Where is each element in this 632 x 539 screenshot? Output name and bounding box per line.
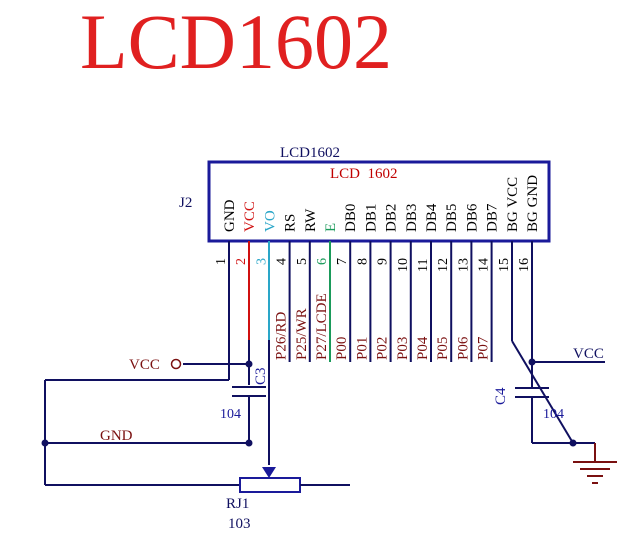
pin-number: 14	[477, 258, 492, 272]
pin-number: 4	[275, 258, 290, 265]
junction-dot	[569, 439, 577, 447]
pin-name: DB4	[424, 203, 440, 232]
pin-name: DB0	[343, 204, 359, 232]
net-label: P25/WR	[294, 308, 310, 360]
pin-number: 6	[315, 258, 330, 265]
pin-name: DB1	[363, 204, 379, 232]
pin-number: 9	[376, 258, 391, 265]
pin-number: 2	[234, 258, 249, 265]
capacitor-c3: C3 104	[220, 367, 269, 447]
pin-name: VO	[262, 210, 278, 232]
net-label: P02	[375, 337, 391, 360]
net-label: P05	[435, 337, 451, 360]
rj1-designator: RJ1	[226, 496, 249, 512]
chip-designator: J2	[179, 195, 192, 211]
c4-value: 104	[543, 407, 564, 422]
net-label: P00	[334, 337, 350, 360]
pin-number: 3	[254, 258, 269, 265]
pin-number: 12	[436, 258, 451, 272]
vcc-wiring: VCC	[129, 241, 253, 385]
gnd-net-label: GND	[100, 428, 133, 444]
potentiometer-rj1: RJ1 103	[226, 477, 350, 532]
pin-name: BG VCC	[505, 177, 521, 232]
vcc-right-label: VCC	[573, 346, 604, 362]
pin-number: 11	[416, 259, 431, 272]
ground-symbol-icon	[573, 443, 617, 484]
chip-part-name: LCD1602	[280, 145, 340, 161]
pin-name: RS	[283, 214, 299, 232]
pin-number: 7	[335, 258, 350, 265]
chip-pins: GND1VCC2VO3RS4P26/RDRW5P25/WRE6P27/LCDED…	[214, 175, 541, 362]
net-label: P07	[476, 336, 492, 360]
lcd-chip-body	[207, 160, 551, 243]
pin-number: 13	[456, 258, 471, 272]
c3-value: 104	[220, 407, 241, 422]
chip-inner-label: LCD 1602	[330, 166, 398, 182]
net-label: P26/RD	[274, 311, 290, 360]
junction-dot	[245, 439, 253, 447]
rj1-value: 103	[228, 516, 251, 532]
net-label: P06	[455, 336, 471, 360]
pin-3: VO 3	[254, 210, 278, 265]
pin-number: 5	[295, 258, 310, 265]
pin-1: GND 1	[214, 199, 238, 265]
c3-designator: C3	[253, 367, 269, 385]
pin-name: DB3	[404, 204, 420, 232]
net-label: P04	[415, 336, 431, 360]
pin-16: BG GND 16	[517, 175, 541, 272]
net-label: P01	[354, 337, 370, 360]
junction-dot	[528, 358, 536, 366]
junction-dot	[245, 360, 253, 368]
pin-name: DB5	[444, 204, 460, 232]
pin-number: 8	[355, 258, 370, 265]
pin-number: 15	[497, 258, 512, 272]
junction-dot	[41, 439, 49, 447]
pin-name: DB7	[485, 203, 501, 232]
pin-name: RW	[303, 208, 319, 232]
pin-name: DB6	[464, 203, 480, 232]
pin-2: VCC 2	[234, 201, 258, 265]
pin-number: 16	[517, 258, 532, 272]
net-label: P03	[395, 337, 411, 360]
vo-wiring	[262, 241, 276, 478]
pin-15: BG VCC 15	[497, 177, 521, 272]
vcc-port-icon	[170, 358, 182, 370]
net-label: P27/LCDE	[314, 293, 330, 360]
vcc-left-label: VCC	[129, 357, 160, 373]
pin-name: GND	[222, 199, 238, 232]
pin-name: BG GND	[525, 175, 541, 232]
pin-name: VCC	[242, 201, 258, 232]
page-title: LCD1602	[80, 0, 392, 85]
pin-name: E	[323, 223, 339, 232]
backlight-wiring: VCC C4 104	[493, 241, 617, 484]
c4-designator: C4	[493, 387, 509, 405]
gnd-wiring: GND	[41, 241, 248, 486]
wiper-arrow-icon	[262, 467, 276, 478]
pin-number: 1	[214, 258, 229, 265]
pin-number: 10	[396, 258, 411, 272]
pin-name: DB2	[384, 204, 400, 232]
